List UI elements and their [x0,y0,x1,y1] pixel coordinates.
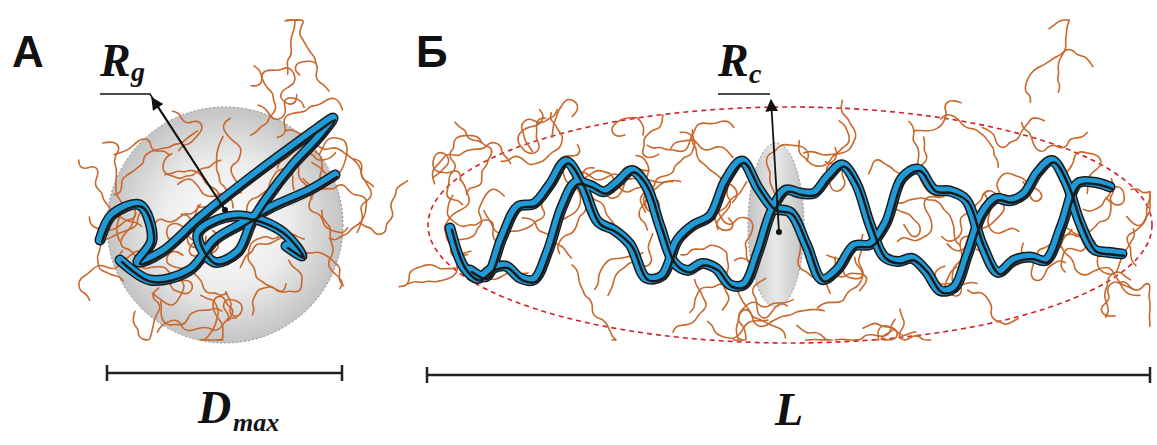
rg-arrow [152,98,225,210]
side-chain-coil [896,198,961,245]
side-chain-coil [734,286,825,326]
radius-symbol: R [100,38,131,84]
coil-group [79,20,1150,340]
side-chain-coil [968,290,1019,324]
radius-subscript: c [749,60,761,88]
radius-subscript: g [131,58,145,86]
side-chain-coil [251,68,297,104]
backbone-tube [450,160,1122,291]
side-chain-coil [612,117,644,136]
side-chain-coil [733,310,785,340]
center-dot [776,229,782,235]
side-chain-coil [753,278,788,318]
rg-leader [100,94,225,210]
bar-tick [341,365,344,381]
side-chain-coil [643,115,663,158]
bar-tick [106,365,109,381]
side-chain-coil [455,122,492,194]
length-bar [427,374,1150,377]
side-chain-coil [941,115,998,168]
dimension-symbol: D [198,385,231,431]
side-chain-coil [1021,122,1087,151]
side-chain-coil [114,131,198,195]
side-chain-coil [673,280,706,333]
dimension-symbol: L [775,387,803,433]
bar-tick [1149,367,1152,383]
side-chain-coil [518,110,546,154]
side-chain-coil [914,101,960,131]
scale-bars [107,365,1150,383]
chain-group [100,118,1124,293]
side-chain-coil [552,100,578,138]
side-chain-coil [224,292,242,321]
side-chain-coil [501,113,562,165]
rod-envelope [428,107,1152,343]
side-chain-coil [433,143,511,184]
side-chain-coil [200,295,223,340]
side-chain-coil [360,181,408,235]
side-chain-coil [295,61,329,91]
side-chain-coil [258,98,304,120]
side-chain-coil [899,309,930,340]
backbone-core [122,177,337,282]
side-chain-coil [114,139,168,155]
side-chain-coil [287,20,300,74]
side-chain-coil [253,260,303,315]
side-chain-coil [835,319,895,340]
side-chain-coil [572,265,616,340]
side-chain-coil [224,118,244,187]
backbone-tube [470,161,1110,280]
backbone-core [102,120,335,265]
side-chain-coil [1025,50,1093,103]
bar-tick [426,367,429,383]
panel-letter: Б [416,30,448,74]
side-chain-coil [671,140,733,157]
side-chain-coil [797,325,832,340]
backbone-core [452,162,1124,293]
dimension-subscript: max [233,410,279,436]
rc-leader [718,93,770,95]
side-chain-coil [982,118,1044,147]
radius-pointers [100,94,782,235]
dmax-bar [107,372,342,375]
center-dot [222,207,228,213]
backbone-outline [450,160,1122,291]
side-chain-coil [251,66,276,135]
side-chain-coil [1101,282,1134,316]
side-chain-coil [163,154,221,179]
side-chain-coil [1127,192,1150,266]
side-chain-coil [322,210,342,289]
rc-arrow [771,100,779,232]
backbone-outline [470,161,1110,280]
side-chain-coil [804,100,856,155]
side-chain-coil [1118,282,1150,326]
side-chain-coil [447,136,482,205]
side-chain-coil [719,213,754,268]
panel-letter: А [12,30,44,74]
radius-symbol: R [718,38,749,84]
backbone-core [472,163,1112,282]
